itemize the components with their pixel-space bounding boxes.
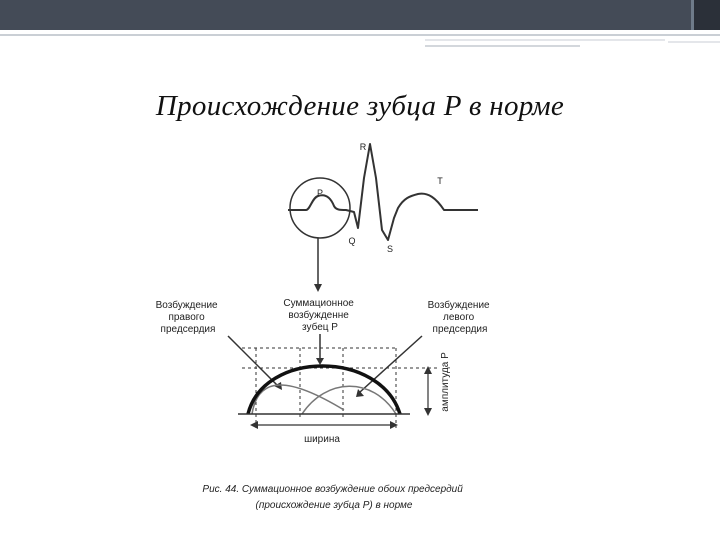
amplitude-arrowhead-bottom (424, 408, 432, 416)
p-wave-diagram: P R Q S T Возбуждение правого предсердия… (156, 142, 493, 511)
right-atrium-wave (251, 384, 345, 415)
header-accent-stripe (691, 0, 694, 30)
arrow-right-atrium (227, 335, 279, 387)
left-atrium-wave (301, 385, 397, 415)
header-decor-lines (0, 34, 720, 47)
ecg-label-r: R (360, 142, 367, 152)
arrowhead-right-atrium (274, 382, 282, 390)
p-wave-figure: P R Q S T Возбуждение правого предсердия… (138, 138, 540, 522)
arrowhead-summation (316, 358, 324, 365)
guide-lines (242, 347, 438, 428)
ecg-label-q: Q (348, 236, 355, 246)
slide-title: Происхождение зубца P в норме (155, 90, 565, 122)
amplitude-label: амплитуда P (440, 352, 451, 412)
magnifier-arrowhead (314, 284, 322, 292)
arrowhead-left-atrium (356, 389, 364, 397)
ecg-label-p: P (317, 188, 323, 198)
width-arrowhead-right (390, 421, 398, 429)
label-summation: Суммационное возбужденне зубец P (283, 298, 356, 333)
label-left-atrium: Возбуждение левого предсердия (428, 299, 493, 335)
amplitude-arrowhead-top (424, 366, 432, 374)
summation-p-wave (246, 364, 402, 415)
header-dark-stripe (694, 0, 720, 30)
arrow-left-atrium (359, 335, 423, 393)
ecg-label-s: S (387, 244, 393, 254)
slide-header-bar (0, 0, 720, 30)
label-right-atrium: Возбуждение правого предсердия (156, 299, 221, 335)
width-label: ширина (304, 434, 340, 445)
figure-caption: Рис. 44. Суммационное возбуждение обоих … (202, 483, 465, 511)
ecg-trace (288, 143, 478, 241)
p-wave-magnifier (289, 177, 351, 239)
ecg-label-t: T (437, 176, 443, 186)
width-arrowhead-left (250, 421, 258, 429)
